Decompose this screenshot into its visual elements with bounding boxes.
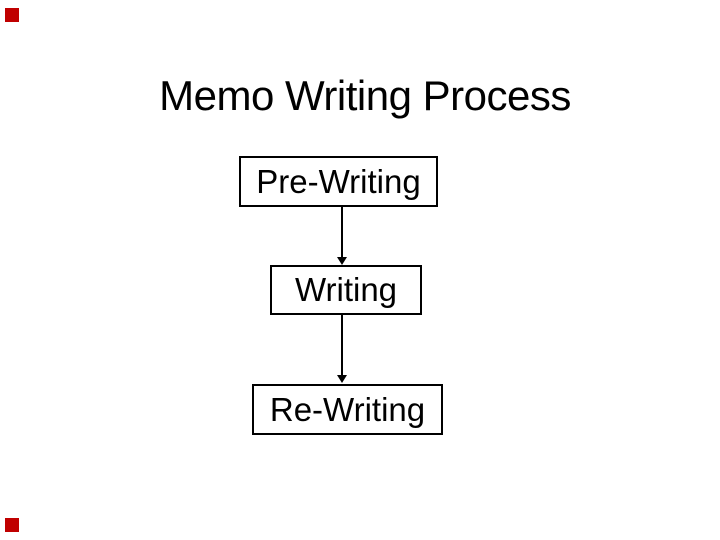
flow-box-label: Writing <box>294 271 398 308</box>
flow-box-label: Re-Writing <box>269 390 426 428</box>
flow-box-re-writing: Re-Writing <box>252 384 443 435</box>
slide-title: Memo Writing Process <box>159 72 571 120</box>
flow-box-pre-writing: Pre-Writing <box>239 156 438 207</box>
red-corner-marker-top-left-icon <box>5 8 19 22</box>
red-corner-marker-bottom-left-icon <box>5 518 19 532</box>
connector-line-1 <box>341 207 343 258</box>
flow-box-label: Pre-Writing <box>256 162 421 200</box>
connector-line-2 <box>341 315 343 376</box>
arrow-down-icon <box>337 257 347 265</box>
arrow-down-icon <box>337 375 347 383</box>
flow-box-writing: Writing <box>270 265 422 315</box>
